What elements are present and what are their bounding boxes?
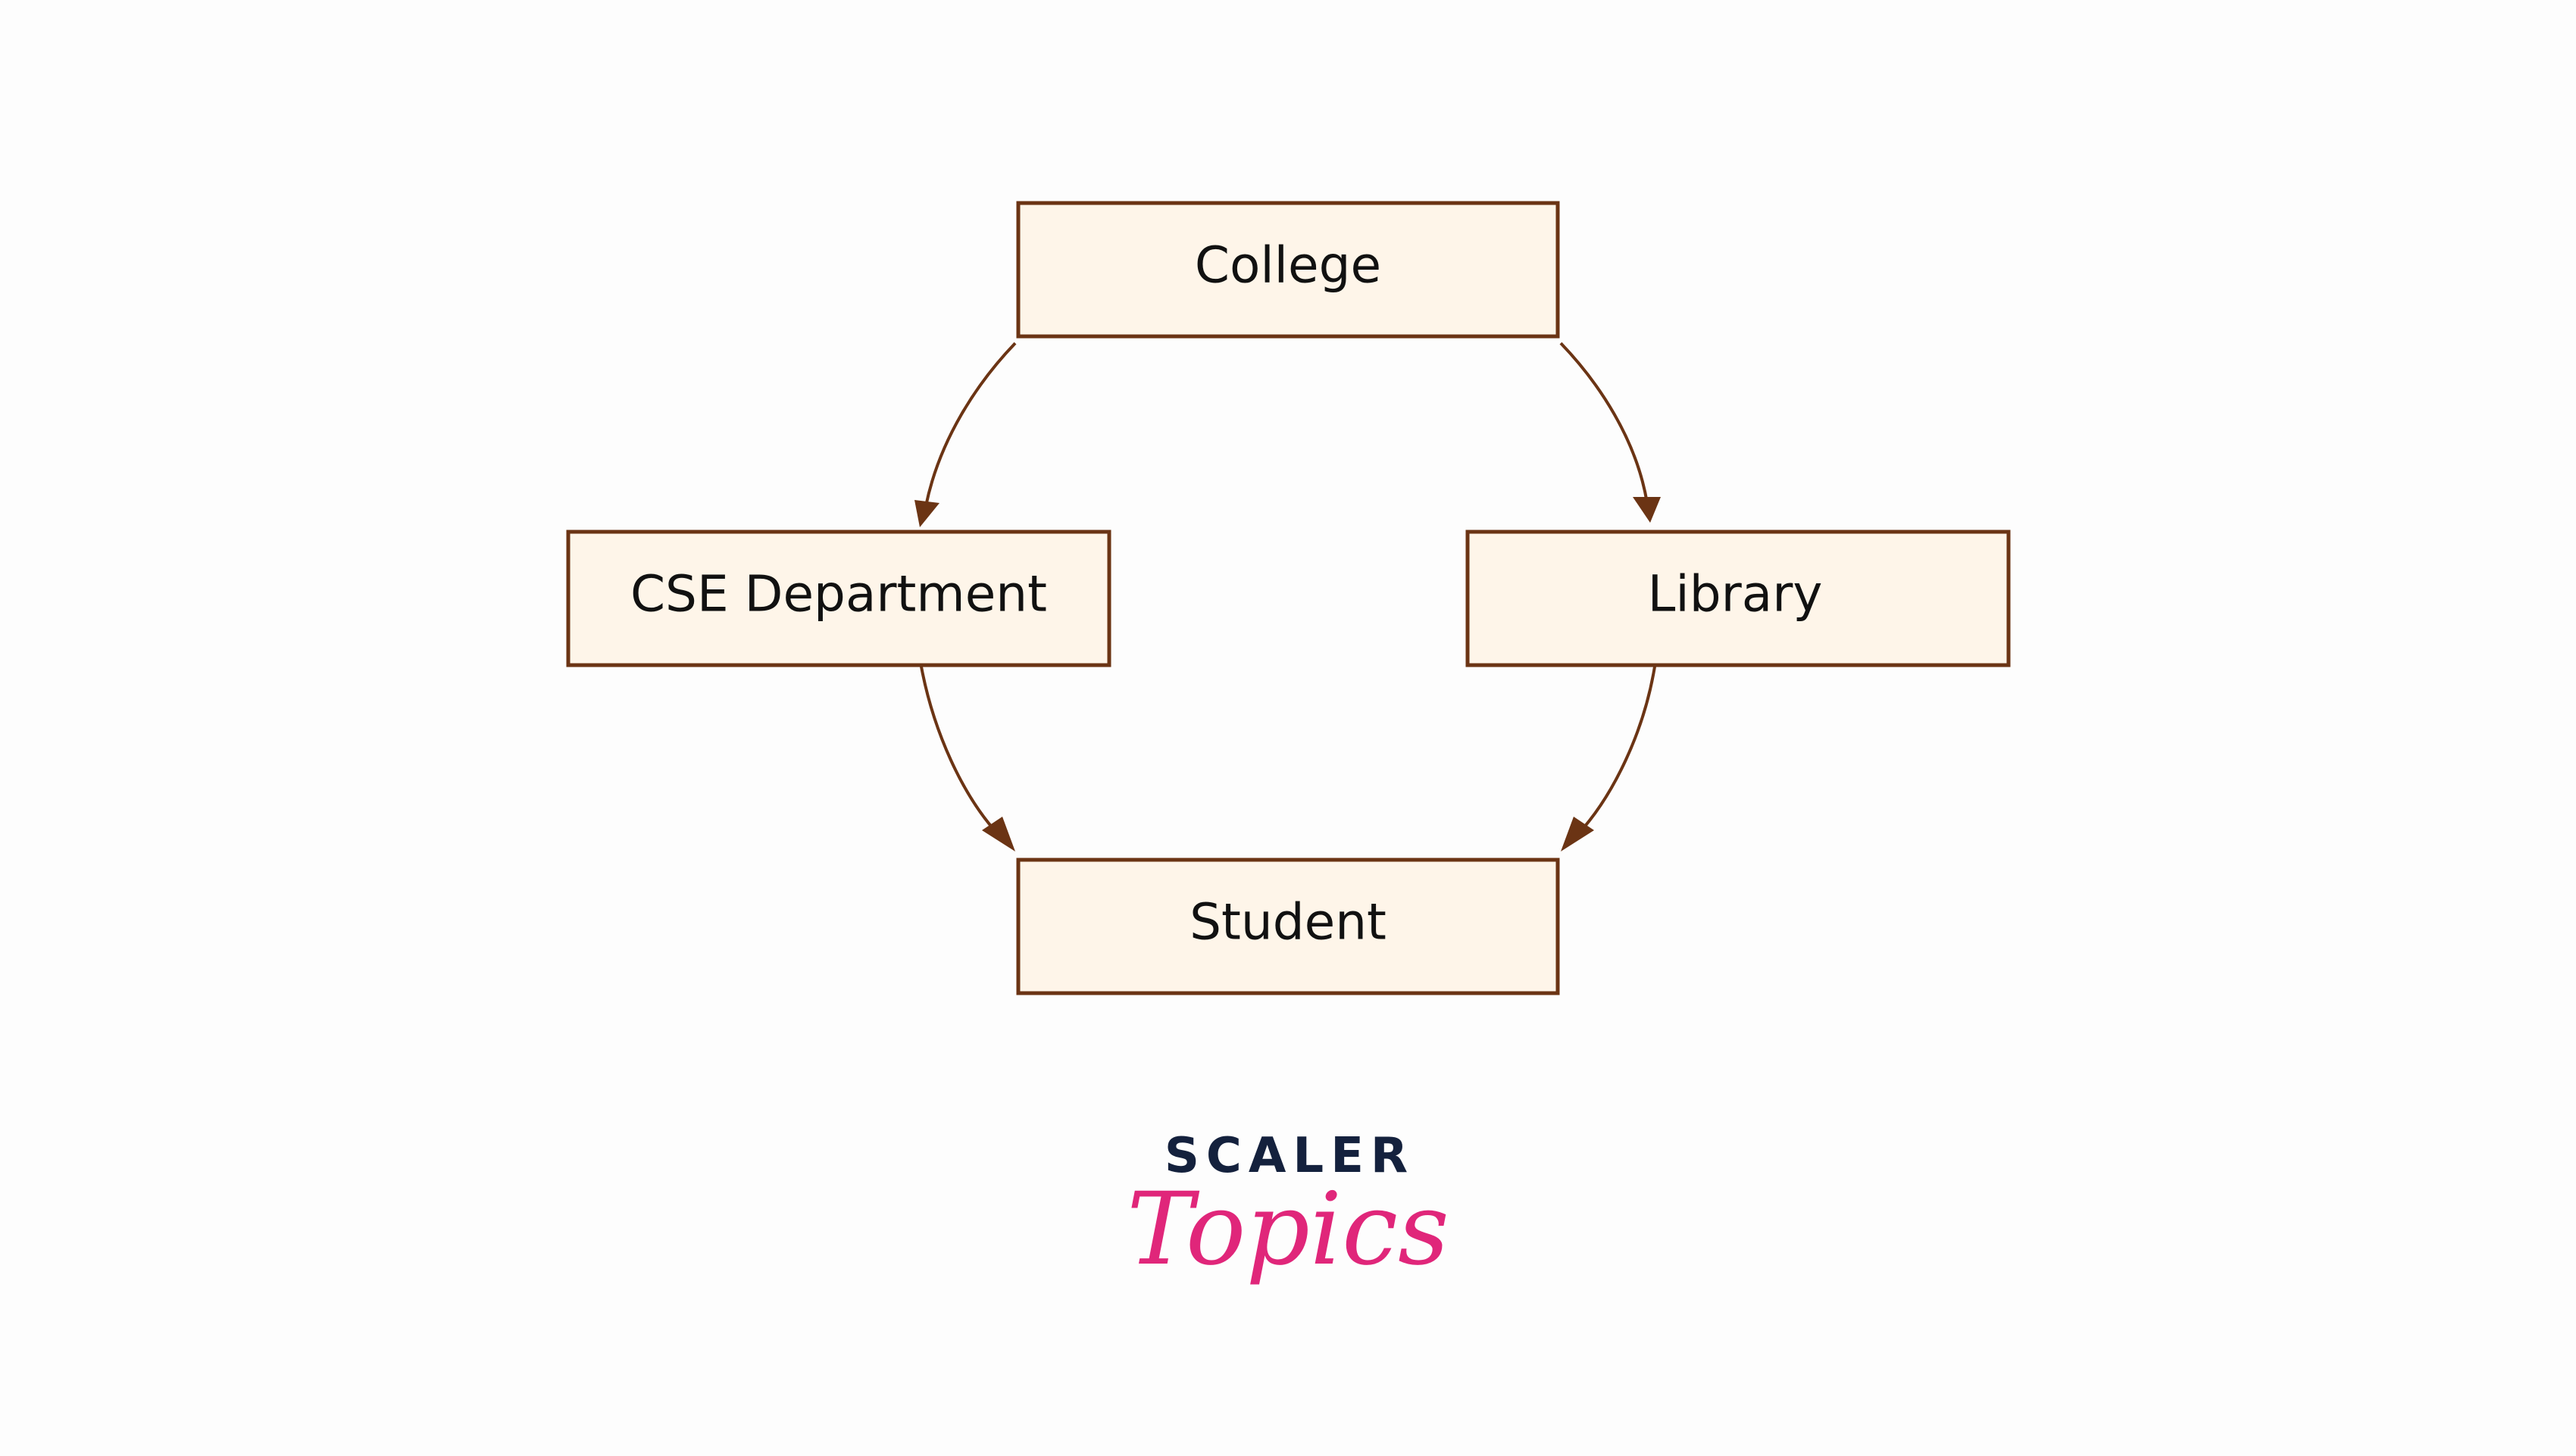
edge-cse-to-student bbox=[920, 666, 1000, 836]
edge-college-to-library bbox=[1559, 342, 1649, 504]
node-library-label: Library bbox=[1648, 565, 1823, 623]
arrowhead-cse-to-student bbox=[982, 817, 1015, 851]
logo-scaler-text: SCALER bbox=[1165, 1128, 1415, 1184]
node-college-label: College bbox=[1195, 236, 1381, 295]
edge-college-to-cse bbox=[924, 342, 1017, 507]
node-cse-department-box bbox=[566, 530, 1111, 667]
arrowhead-college-to-cse bbox=[914, 500, 939, 527]
scaler-topics-logo: SCALER Topics bbox=[1127, 1128, 1449, 1288]
node-student-box bbox=[1016, 858, 1560, 995]
node-cse-department: CSE Department bbox=[566, 530, 1111, 667]
node-college: College bbox=[1016, 201, 1560, 339]
node-library: Library bbox=[1465, 530, 2011, 667]
arrowhead-college-to-library bbox=[1633, 497, 1661, 523]
node-student: Student bbox=[1016, 858, 1560, 995]
arrowhead-library-to-student bbox=[1561, 817, 1594, 851]
logo-topics-text: Topics bbox=[1127, 1171, 1449, 1288]
node-cse-department-label: CSE Department bbox=[630, 565, 1047, 623]
node-student-label: Student bbox=[1190, 893, 1386, 951]
edge-library-to-student bbox=[1576, 666, 1656, 836]
node-college-box bbox=[1016, 201, 1560, 339]
node-library-box bbox=[1465, 530, 2011, 667]
edges bbox=[914, 342, 1661, 851]
